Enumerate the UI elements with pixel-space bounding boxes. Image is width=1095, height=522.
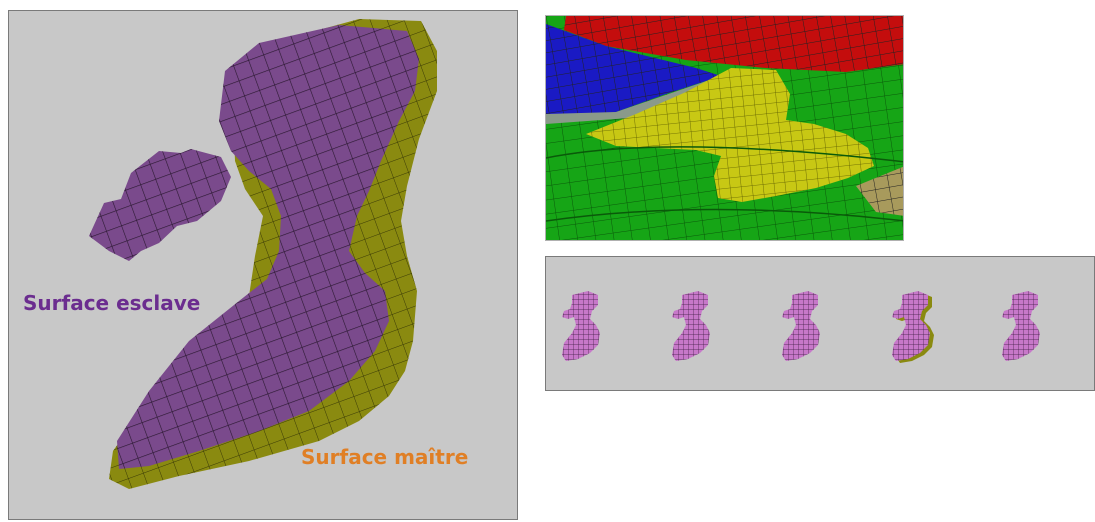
blue-mesh-part [546, 24, 721, 116]
sequence-frame-mesh [782, 291, 820, 361]
sequence-frame [562, 291, 600, 361]
assembly-mesh-view [545, 15, 904, 241]
sequence-frame [672, 291, 710, 361]
surface-edge-line [546, 208, 903, 222]
sequence-frame-mesh [562, 291, 600, 361]
surface-sequence-drawing [562, 291, 1040, 363]
sequence-frame-mesh [672, 291, 710, 361]
slave-surface-label: Surface esclave [23, 291, 201, 315]
tan-mesh-part [856, 166, 903, 216]
contact-surface-drawing [89, 19, 437, 489]
slave-surface-mesh [117, 25, 419, 469]
sequence-frame [782, 291, 820, 361]
slave-surface [89, 25, 419, 469]
red-mesh-part [564, 16, 903, 72]
sequence-frame [892, 291, 934, 363]
surface-sequence-strip [545, 256, 1095, 391]
yellow-contact-region [586, 68, 874, 202]
assembly-mesh-drawing [546, 16, 903, 240]
slave-surface-patch-mesh [89, 149, 231, 261]
sequence-frame-mesh [1002, 291, 1040, 361]
surface-edge-line [546, 146, 903, 163]
sequence-frame [1002, 291, 1040, 361]
contact-surface-view: Surface esclave Surface maître [8, 10, 518, 520]
master-surface-label: Surface maître [301, 445, 469, 469]
sequence-frame-mesh [892, 291, 930, 361]
